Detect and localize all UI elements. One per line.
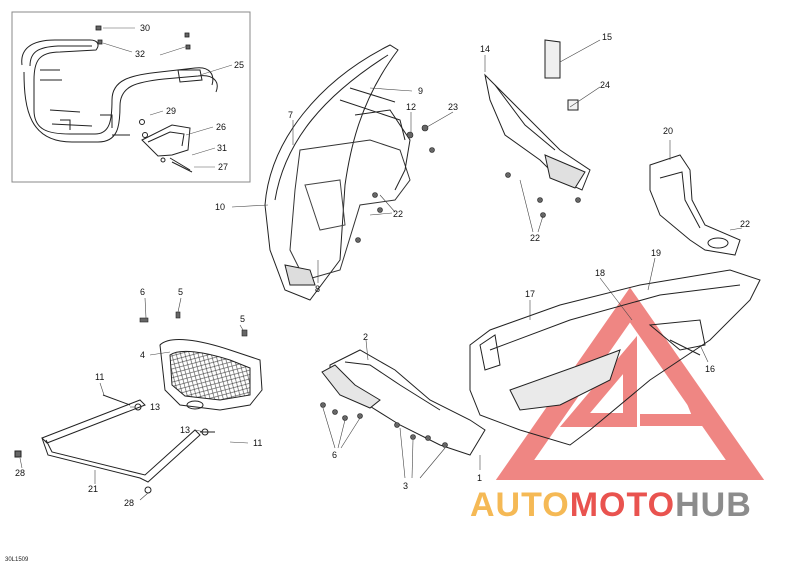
callout-11b: 11: [253, 438, 262, 448]
callout-22b: 22: [530, 233, 540, 243]
lower-frame: [14, 394, 215, 494]
callout-19: 19: [651, 248, 661, 258]
callout-12: 12: [406, 102, 416, 112]
callout-16: 16: [705, 364, 715, 374]
bracket-fasteners-22: [505, 172, 581, 218]
callout-28a: 28: [15, 468, 25, 478]
callout-3: 3: [403, 481, 408, 491]
callout-14: 14: [480, 44, 490, 54]
lower-panel-fasteners: [320, 402, 448, 448]
front-grille: [159, 339, 263, 411]
callout-32: 32: [135, 49, 145, 59]
callout-23: 23: [448, 102, 458, 112]
callout-27: 27: [218, 162, 228, 172]
screws-30: [95, 25, 191, 50]
callout-7: 7: [288, 110, 293, 120]
upper-bracket-assembly: [484, 39, 591, 191]
bumper-bar: [21, 39, 218, 143]
callout-30: 30: [140, 23, 150, 33]
callout-25: 25: [234, 60, 244, 70]
watermark-brand-part1: AUTO: [470, 486, 570, 524]
callout-24: 24: [600, 80, 610, 90]
bracket: [139, 119, 193, 173]
watermark-brand-part3: HUB: [675, 486, 752, 524]
figure-code: 30L1509: [5, 557, 29, 563]
callout-31: 31: [217, 143, 227, 153]
leader-lines: [19, 39, 743, 501]
callout-11a: 11: [95, 372, 104, 382]
side-panel-assembly: [264, 44, 411, 301]
callout-labels: 1 2 3 4 5 5 6 6 7 8 9 10 11 11 12 13 13 …: [15, 23, 750, 508]
callout-1: 1: [477, 473, 482, 483]
panel-fasteners: [355, 124, 435, 243]
callout-5b: 5: [240, 314, 245, 324]
lower-panel: [321, 349, 486, 456]
callout-13a: 13: [150, 402, 160, 412]
watermark-brand-part2: MOTO: [570, 486, 675, 524]
callout-5a: 5: [178, 287, 183, 297]
grille-fasteners: [139, 311, 248, 337]
callout-21: 21: [88, 484, 98, 494]
callout-29: 29: [166, 106, 176, 116]
callout-22c: 22: [740, 219, 750, 229]
callout-9: 9: [418, 86, 423, 96]
part-20: [649, 154, 741, 256]
inset-frame: [11, 11, 251, 183]
callout-2: 2: [363, 332, 368, 342]
callout-28b: 28: [124, 498, 134, 508]
callout-8: 8: [315, 284, 320, 294]
callout-13b: 13: [180, 425, 190, 435]
callout-20: 20: [663, 126, 673, 136]
callout-26: 26: [216, 122, 226, 132]
callout-22a: 22: [393, 209, 403, 219]
callout-4: 4: [140, 350, 145, 360]
callout-18: 18: [595, 268, 605, 278]
callout-6b: 6: [332, 450, 337, 460]
lower-fairing: [469, 269, 761, 446]
inset-leaders: [102, 27, 233, 168]
callout-17: 17: [525, 289, 535, 299]
callout-15: 15: [602, 32, 612, 42]
callout-10: 10: [215, 202, 225, 212]
watermark-text: AUTOMOTOHUB: [470, 486, 752, 524]
callout-6a: 6: [140, 287, 145, 297]
